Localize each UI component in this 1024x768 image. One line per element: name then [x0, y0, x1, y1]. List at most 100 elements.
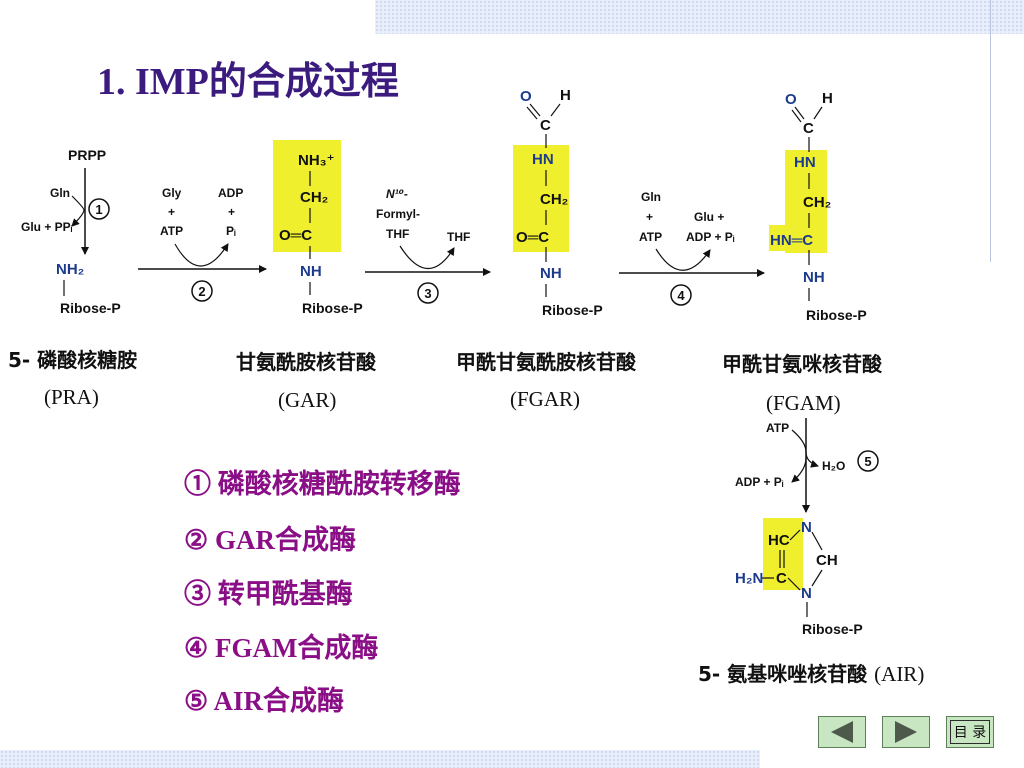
air-c: C — [776, 570, 787, 587]
step3-badge — [417, 282, 439, 304]
step5-number: 5 — [864, 454, 871, 469]
air-name-text: 5- 氨基咪唑核苷酸 — [698, 662, 868, 686]
fgar-highlight — [513, 145, 569, 252]
fgar-h: H — [560, 87, 571, 104]
step1-gln: Gln — [50, 186, 70, 200]
gar-nh: NH — [300, 263, 322, 280]
fgam-abbr: (FGAM) — [766, 391, 841, 415]
pra-ribose: Ribose-P — [60, 300, 121, 316]
step2-adp: ADP — [218, 186, 243, 200]
air-structure: HC N CH H₂N C N Ribose-P — [735, 519, 863, 637]
fgar-hn: HN — [532, 151, 554, 168]
step2-curve — [174, 243, 229, 267]
air-h2n: H₂N — [735, 570, 763, 587]
step4-adp-pi: ADP + Pᵢ — [686, 230, 735, 244]
slide-title: 1. IMP的合成过程 — [97, 61, 399, 103]
fgar-co: O═C — [516, 229, 549, 246]
pra-abbr: (PRA) — [44, 385, 99, 409]
step4-gln: Gln — [641, 190, 661, 204]
step4-badge — [670, 284, 692, 306]
fgam-hnc: HN═C — [770, 232, 813, 249]
air-hc: HC — [768, 532, 790, 549]
step3-group: N¹⁰- Formyl- THF THF 3 — [365, 187, 491, 304]
fgam-nh: NH — [803, 269, 825, 286]
gar-abbr: (GAR) — [278, 388, 337, 412]
step5-h2o: H₂O — [822, 459, 845, 473]
fgar-c: C — [540, 117, 551, 134]
air-ch: CH — [816, 552, 838, 569]
triangle-left-icon — [831, 721, 853, 743]
step5-curve-out — [791, 457, 807, 483]
air-n-bottom: N — [801, 585, 812, 602]
step3-thf-out: THF — [447, 230, 470, 244]
step3-formyl: Formyl- — [376, 207, 420, 221]
fgar-o: O — [520, 88, 532, 105]
gar-highlight — [273, 140, 341, 252]
step4-curve — [655, 248, 711, 271]
step5-curve-in — [791, 429, 819, 468]
step4-group: Gln + ATP Glu + ADP + Pᵢ 4 — [619, 190, 765, 306]
step2-gly: Gly — [162, 186, 182, 200]
air-name: 5- 氨基咪唑核苷酸 (AIR) — [698, 658, 924, 687]
step2-plus1: + — [168, 205, 175, 219]
step5-atp: ATP — [766, 421, 789, 435]
step3-thf-in: THF — [386, 227, 409, 241]
fgar-ch2: CH₂ — [540, 191, 568, 208]
step2-pi: Pᵢ — [226, 224, 236, 238]
gar-name: 甘氨酰胺核苷酸 — [236, 350, 376, 374]
fgam-ch2: CH₂ — [803, 194, 831, 211]
fgam-ribose: Ribose-P — [806, 307, 867, 323]
step4-atp: ATP — [639, 230, 662, 244]
fgam-structure: O H C HN CH₂ HN═C NH Ribose-P — [770, 90, 867, 323]
step3-n10: N¹⁰- — [386, 187, 408, 201]
step2-plus2: + — [228, 205, 235, 219]
gar-ribose: Ribose-P — [302, 300, 363, 316]
contents-menu-button[interactable]: 目 录 — [946, 716, 994, 748]
fgam-hn: HN — [794, 154, 816, 171]
enzyme-5: ⑤ AIR合成酶 — [184, 686, 344, 716]
step4-glu: Glu + — [694, 210, 724, 224]
step1-curve — [71, 195, 85, 227]
fgam-name: 甲酰甘氨咪核苷酸 — [722, 352, 882, 376]
fgar-ribose: Ribose-P — [542, 302, 603, 318]
pra-nh2: NH₂ — [56, 261, 84, 278]
fgam-h: H — [822, 90, 833, 107]
prev-slide-button[interactable] — [818, 716, 866, 748]
footer-decor-band — [0, 750, 760, 768]
fgam-o: O — [785, 91, 797, 108]
step5-group: ATP ADP + Pᵢ H₂O 5 — [735, 418, 879, 513]
air-n-top: N — [801, 519, 812, 536]
step3-curve — [399, 245, 455, 270]
pra-structure: NH₂ Ribose-P — [56, 261, 121, 316]
header-decor-band — [375, 0, 1024, 34]
step5-badge — [857, 450, 879, 472]
step2-badge — [191, 280, 213, 302]
step1-glu-ppi: Glu + PPᵢ — [21, 220, 73, 234]
fgar-structure: O H C HN CH₂ O═C NH Ribose-P — [516, 87, 603, 318]
fgar-abbr: (FGAR) — [510, 387, 581, 411]
fgar-nh: NH — [540, 265, 562, 282]
contents-menu-label: 目 录 — [950, 720, 990, 744]
step2-number: 2 — [198, 284, 205, 299]
gar-structure: NH₃⁺ CH₂ O═C NH Ribose-P — [279, 152, 363, 316]
fgar-name: 甲酰甘氨酰胺核苷酸 — [456, 350, 636, 374]
step5-adp-pi: ADP + Pᵢ — [735, 475, 784, 489]
step1-group: PRPP Gln Glu + PPᵢ 1 — [21, 147, 110, 255]
triangle-right-icon — [895, 721, 917, 743]
enzyme-4: ④ FGAM合成酶 — [184, 633, 379, 663]
step2-atp: ATP — [160, 224, 183, 238]
fgam-highlight-hn — [769, 225, 797, 251]
pra-name: 5- 磷酸核糖胺 — [8, 348, 138, 372]
next-slide-button[interactable] — [882, 716, 930, 748]
step4-plus1: + — [646, 210, 653, 224]
air-ribose: Ribose-P — [802, 621, 863, 637]
gar-co: O═C — [279, 227, 312, 244]
air-abbr: (AIR) — [874, 662, 925, 686]
step4-number: 4 — [677, 288, 685, 303]
gar-ch2: CH₂ — [300, 189, 328, 206]
step1-badge — [88, 198, 110, 220]
step2-group: Gly + ATP ADP + Pᵢ 2 — [138, 186, 267, 302]
fgam-c: C — [803, 120, 814, 137]
decor-vertical-line — [990, 0, 991, 262]
